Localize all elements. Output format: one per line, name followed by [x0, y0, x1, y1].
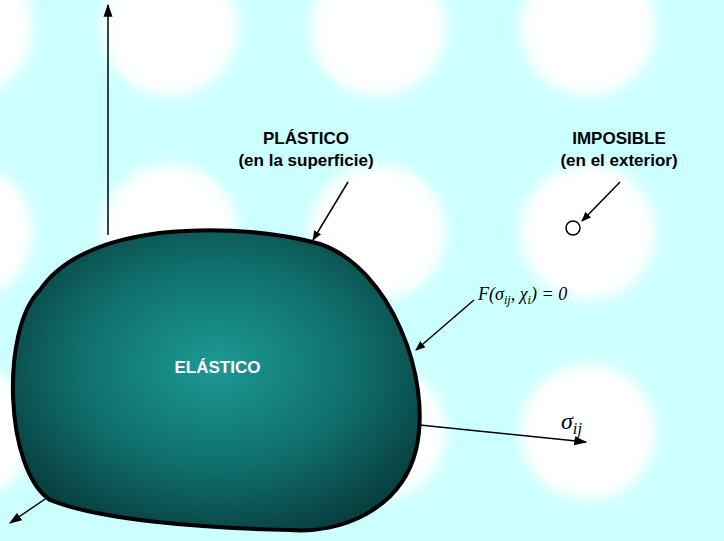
yield-function: F(σij, χi) = 0	[478, 284, 567, 305]
blurred-dot	[520, 0, 656, 96]
blurred-dot	[102, 0, 238, 96]
blurred-dot	[520, 164, 656, 300]
impossible-label: IMPOSIBLE (en el exterior)	[560, 128, 677, 172]
elastic-region: ELÁSTICO	[5, 218, 430, 536]
region-label: ELÁSTICO	[5, 358, 430, 378]
leader-line	[582, 182, 620, 221]
axis-vertical	[107, 5, 109, 235]
yield-surface-outline	[13, 230, 420, 530]
stress-label: σij	[561, 408, 582, 435]
blurred-dots	[0, 0, 656, 541]
blurred-dot	[520, 364, 656, 500]
plastic-label: PLÁSTICO (en la superficie)	[238, 128, 373, 172]
leader-line	[313, 182, 348, 240]
blurred-dot	[0, 0, 33, 96]
blurred-dot	[310, 0, 446, 96]
blurred-dot	[0, 164, 33, 300]
axis-diagonal	[10, 497, 48, 523]
stress-vector	[410, 424, 586, 442]
leader-line	[416, 300, 474, 350]
stress-point	[566, 221, 580, 235]
